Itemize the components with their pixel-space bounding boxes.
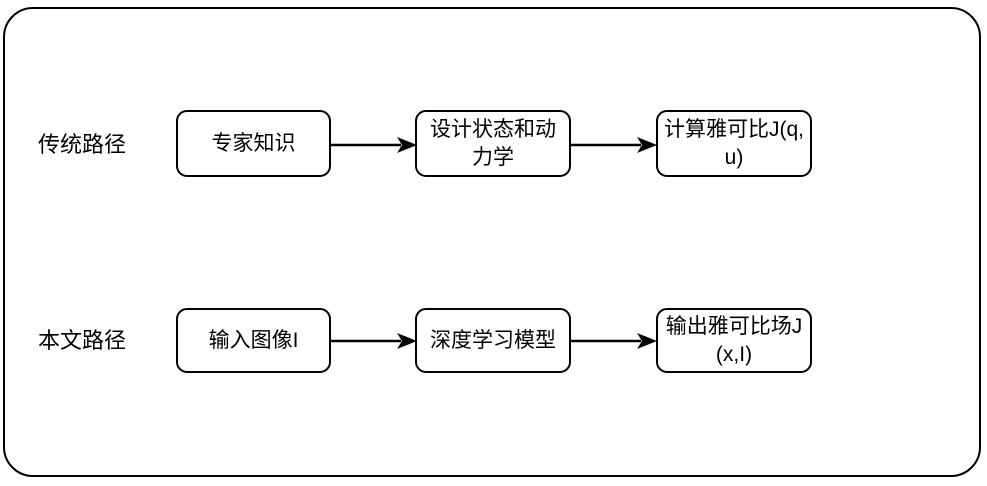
node-compute-jacobian[interactable]: 计算雅可比J(q,u) xyxy=(656,110,812,177)
node-compute-jacobian-label: 计算雅可比J(q,u) xyxy=(664,117,805,169)
node-input-image[interactable]: 输入图像I xyxy=(176,308,331,373)
node-output-jacobian-field-label: 输出雅可比场J(x,I) xyxy=(665,314,803,366)
node-deep-learning-model-label: 深度学习模型 xyxy=(430,328,556,352)
arrow-model-to-output xyxy=(571,330,657,352)
arrow-expert-to-design xyxy=(331,134,417,156)
node-input-image-label: 输入图像I xyxy=(208,328,299,352)
node-design-state-dynamics[interactable]: 设计状态和动力学 xyxy=(415,110,571,177)
arrow-design-to-jacobian xyxy=(571,134,657,156)
diagram-outer-frame xyxy=(3,7,981,477)
node-deep-learning-model[interactable]: 深度学习模型 xyxy=(415,308,571,373)
arrow-input-to-model xyxy=(331,330,417,352)
node-expert-knowledge[interactable]: 专家知识 xyxy=(176,110,331,177)
row-label-ours: 本文路径 xyxy=(38,328,127,353)
node-output-jacobian-field[interactable]: 输出雅可比场J(x,I) xyxy=(656,308,812,373)
node-design-state-dynamics-label: 设计状态和动力学 xyxy=(430,117,556,169)
node-expert-knowledge-label: 专家知识 xyxy=(211,131,296,155)
row-label-traditional: 传统路径 xyxy=(38,132,127,157)
